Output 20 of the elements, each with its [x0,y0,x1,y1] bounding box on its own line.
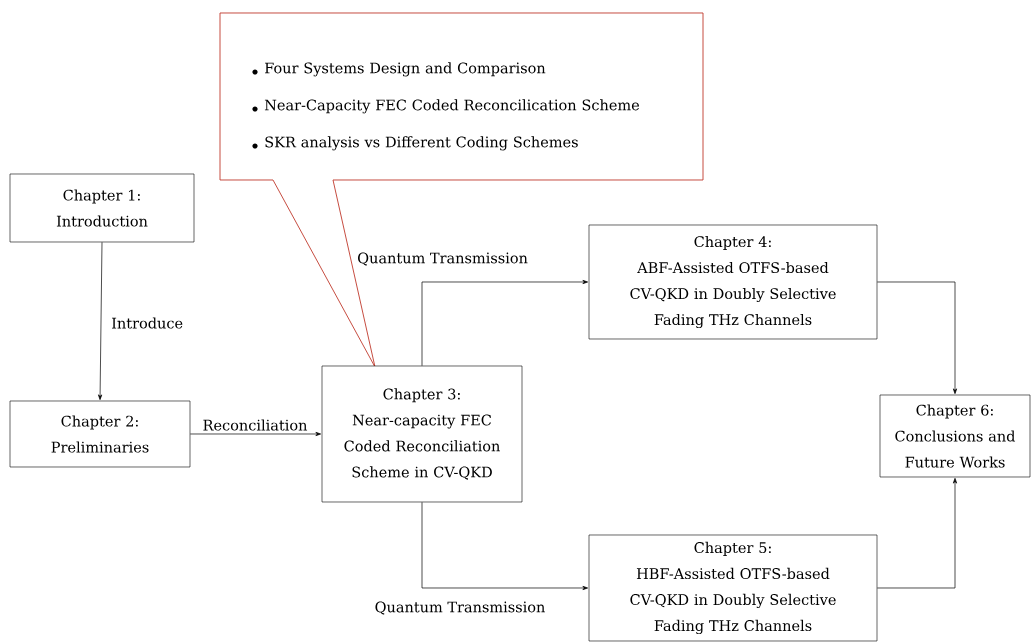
chapter-box: Chapter 1: Introduction [9,173,195,243]
callout-box [219,12,704,181]
bullet-item: Four Systems Design and Comparison [265,62,546,77]
arrow [421,279,588,367]
bullet-item: Near-Capacity FEC Coded Reconcilication Scheme [264,99,640,114]
edge-label: Quantum Transmission [373,600,547,616]
arrow [876,281,958,394]
arrow [421,501,588,591]
chapter-box: Chapter 4: ABF-Assisted OTFS-based CV-QKD in Doubly Selective Fading THz Channels [588,224,878,340]
arrow [189,431,322,437]
arrow [98,241,103,400]
chapter-box: Chapter 6: Conclusions and Future Works [879,394,1031,478]
edge-label: Introduce [110,316,185,330]
arrow [876,478,958,589]
edge-label: Reconciliation [201,418,309,432]
bullet-item: SKR analysis vs Different Coding Schemes [265,136,578,151]
edge-label: Quantum Transmission [356,251,529,267]
chapter-box: Chapter 3: Near-capacity FEC Coded Reconciliation Scheme in CV-QKD [321,365,523,503]
chapter-box: Chapter 5: HBF-Assisted OTFS-based CV-QKD in Doubly Selective Fading THz Channels [588,534,878,642]
chapter-box: Chapter 2: Preliminaries [9,400,191,468]
